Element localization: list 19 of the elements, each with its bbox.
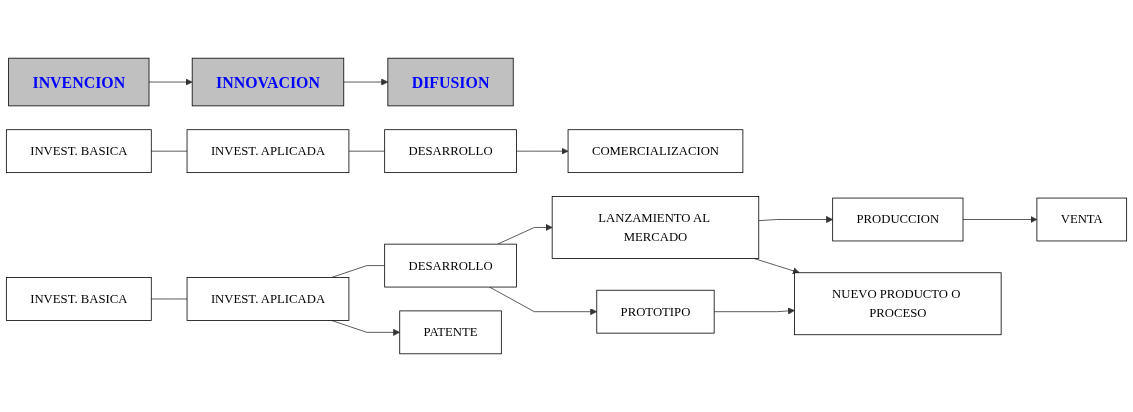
node-box: DESARROLLO: [384, 243, 517, 288]
node-box: INVEST. APLICADA: [186, 129, 350, 173]
node-box: INVENCION: [8, 57, 150, 107]
node-box: INNOVACION: [191, 57, 345, 107]
connector: [348, 150, 386, 152]
connector: [150, 150, 188, 152]
node-box: VENTA: [1036, 197, 1128, 242]
node-box: NUEVO PRODUCTO O PROCESO: [794, 272, 1002, 336]
node-box: PROTOTIPO: [596, 289, 715, 334]
node-box: COMERCIALIZACION: [567, 129, 744, 173]
node-box: DESARROLLO: [384, 129, 517, 173]
node-box: PATENTE: [399, 310, 502, 355]
node-box: LANZAMIENTO AL MERCADO: [551, 196, 760, 259]
connector: [150, 298, 188, 300]
node-box: INVEST. BASICA: [5, 129, 152, 173]
node-box: DIFUSION: [387, 57, 514, 107]
node-box: INVEST. APLICADA: [186, 277, 350, 321]
node-box: INVEST. BASICA: [5, 277, 152, 321]
node-box: PRODUCCION: [832, 197, 964, 242]
